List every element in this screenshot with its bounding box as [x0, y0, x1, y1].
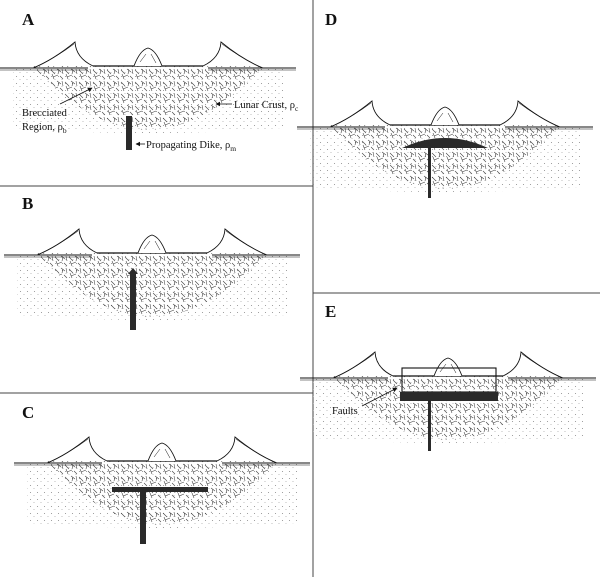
dike-c [140, 492, 146, 544]
panel-letter-d: D [325, 10, 337, 29]
panel-letter-e: E [325, 302, 336, 321]
panel-d: D [296, 10, 594, 198]
panel-letter-c: C [22, 403, 34, 422]
dike-e [428, 401, 431, 451]
laccolith-d [402, 138, 488, 148]
panel-e: E Faults [299, 302, 597, 451]
dike-b [130, 274, 136, 330]
sill-e [400, 392, 498, 401]
label-brecciated-region: Brecciated Region, ρb [22, 108, 70, 135]
panel-b: B [3, 194, 301, 330]
panel-c: C [13, 403, 311, 544]
arrow-faults [361, 387, 398, 407]
arrow-brecciated [59, 87, 93, 105]
dike-d [428, 148, 431, 198]
panel-letter-a: A [22, 10, 35, 29]
panel-a: A Brecciated Region, ρb Lunar Crust, ρc … [0, 10, 299, 153]
dike-a [126, 116, 132, 150]
sill-c [112, 487, 208, 492]
label-lunar-crust: Lunar Crust, ρc [234, 100, 299, 113]
label-propagating-dike: Propagating Dike, ρm [146, 140, 236, 153]
label-faults: Faults [332, 406, 358, 417]
panel-letter-b: B [22, 194, 33, 213]
